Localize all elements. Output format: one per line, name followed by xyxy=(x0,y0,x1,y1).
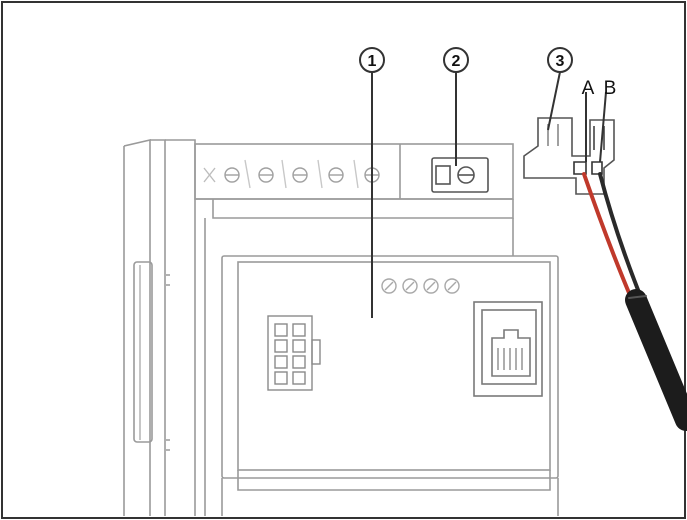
indicator-leds xyxy=(381,278,460,294)
callout-2: 2 xyxy=(443,47,469,73)
callout-3-number: 3 xyxy=(556,53,565,70)
leader-b xyxy=(599,91,607,163)
plug-connector-3 xyxy=(523,117,615,195)
device-housing xyxy=(123,138,559,516)
wire-label-a: A xyxy=(582,78,595,99)
callout-1: 1 xyxy=(359,47,385,73)
callout-1-number: 1 xyxy=(368,53,377,70)
rj45-port xyxy=(473,301,543,397)
callout-2-number: 2 xyxy=(452,53,461,70)
leader-3 xyxy=(547,71,561,131)
cable-jacket xyxy=(625,289,687,431)
terminal-block-screws xyxy=(203,159,380,189)
multi-pin-connector xyxy=(267,315,321,391)
cable-wires xyxy=(582,172,687,431)
callout-3: 3 xyxy=(547,47,573,73)
black-wire-b xyxy=(598,172,644,302)
terminal-block-2 xyxy=(431,157,489,193)
callout-leaders xyxy=(371,71,607,318)
wire-label-b: B xyxy=(604,78,617,99)
red-wire-a xyxy=(582,172,634,302)
